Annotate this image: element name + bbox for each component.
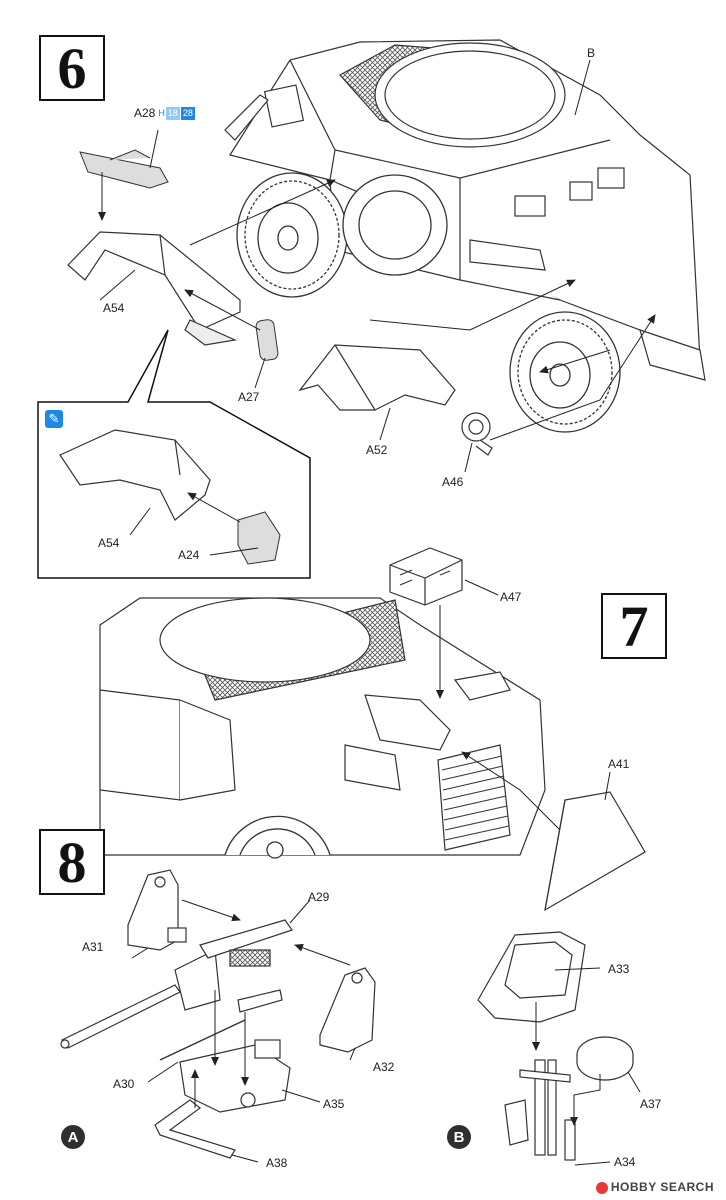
part-a46-shape xyxy=(461,412,493,456)
part-a37-shape xyxy=(576,1036,634,1081)
inset-a54-shape xyxy=(59,429,211,521)
ref-18-badge: 18 xyxy=(165,106,180,120)
part-a47-label: A47 xyxy=(500,590,522,604)
part-a29-shape xyxy=(199,919,293,967)
step7-arrows xyxy=(436,579,611,831)
paintbrush-tip-icon: ✎ xyxy=(45,410,63,428)
part-a34-stand-shape xyxy=(504,1059,576,1161)
watermark-text: HOBBY SEARCH xyxy=(610,1180,714,1194)
front-wheel-step6 xyxy=(236,172,448,298)
inset-a24-shape xyxy=(237,511,281,565)
inset-arrows xyxy=(129,492,259,556)
part-a33-label: A33 xyxy=(608,962,630,976)
ref-28-badge: 28 xyxy=(180,106,195,120)
hull-label-b: B xyxy=(587,46,596,60)
step-8-number: 8 xyxy=(57,829,87,895)
parts-tree-h-badge: H xyxy=(158,108,165,118)
part-a52-label: A52 xyxy=(366,443,388,457)
watermark-logo: HOBBY SEARCH xyxy=(595,1180,714,1194)
part-a37-label: A37 xyxy=(640,1097,662,1111)
part-a27-shape xyxy=(255,319,279,361)
step-8-box: 8 xyxy=(39,829,105,895)
part-a33-seat-shape xyxy=(477,931,586,1023)
part-a27-label: A27 xyxy=(238,390,260,404)
part-a28-label: A28 xyxy=(134,106,156,120)
part-a41-shape xyxy=(544,791,646,912)
part-a24-label: A24 xyxy=(178,548,200,562)
part-a32-label: A32 xyxy=(373,1060,395,1074)
step6-arrows xyxy=(98,59,656,473)
step-6-box: 6 xyxy=(39,35,105,101)
hull-step7 xyxy=(99,597,546,856)
part-a28-callout: A28 H 18 28 xyxy=(134,106,195,120)
part-a30-label: A30 xyxy=(113,1077,135,1091)
step-7-box: 7 xyxy=(601,593,667,659)
part-a34-label: A34 xyxy=(614,1155,636,1169)
step-7-number: 7 xyxy=(619,593,649,659)
part-a54-label: A54 xyxy=(103,301,125,315)
part-a54-shape xyxy=(67,231,241,346)
part-a46-label: A46 xyxy=(442,475,464,489)
part-a35-label: A35 xyxy=(323,1097,345,1111)
step8a-arrows xyxy=(131,899,356,1163)
part-a41-label: A41 xyxy=(608,757,630,771)
variant-a-marker: A xyxy=(61,1125,85,1149)
part-a38-shape xyxy=(154,1099,236,1159)
inset-part-a54-label: A54 xyxy=(98,536,120,550)
part-a31-label: A31 xyxy=(82,940,104,954)
part-a35-shape xyxy=(179,1039,291,1113)
part-a29-label: A29 xyxy=(308,890,330,904)
part-a47-shape xyxy=(389,547,463,606)
step8b-arrows xyxy=(532,967,641,1166)
part-a31-shape xyxy=(127,869,187,951)
part-a30-gun-shape xyxy=(60,949,283,1061)
part-a28-shape xyxy=(79,149,169,189)
variant-b-marker: B xyxy=(447,1125,471,1149)
part-a32-shape xyxy=(319,967,376,1053)
step-6-number: 6 xyxy=(57,35,87,101)
wheel-step7 xyxy=(224,815,331,859)
part-a38-label: A38 xyxy=(266,1156,288,1170)
part-a52-shape xyxy=(298,344,456,411)
watermark-mark-icon xyxy=(595,1181,608,1194)
rear-wheel-step6 xyxy=(509,311,621,433)
